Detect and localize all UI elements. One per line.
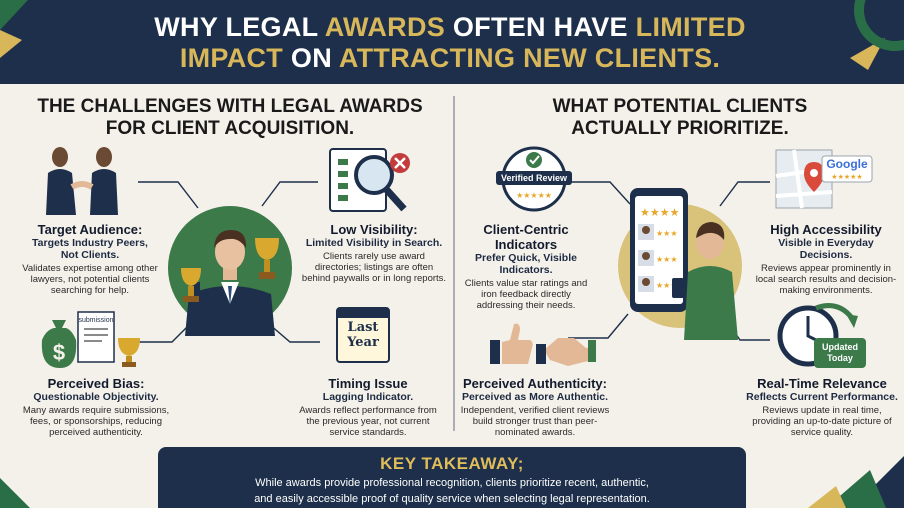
svg-text:★★★★: ★★★★ (640, 206, 680, 219)
page-title-line2: IMPACT ON ATTRACTING NEW CLIENTS. (100, 43, 800, 74)
peers-handshake-icon (46, 147, 118, 215)
updated-today-clock-icon: Updated Today (776, 300, 868, 370)
item-heading: Low Visibility: (330, 222, 418, 237)
title-seg: WHY LEGAL (154, 12, 325, 42)
item-description: Validates expertise among other lawyers,… (22, 263, 158, 296)
item-heading: Perceived Bias: (47, 376, 145, 391)
item-heading: Client-Centric Indicators (483, 222, 569, 252)
left-item-timing-issue: Timing Issue Lagging Indicator. Awards r… (294, 376, 442, 438)
google-label: Google (826, 157, 868, 171)
svg-text:★★★: ★★★ (656, 281, 678, 290)
svg-text:★★★★★: ★★★★★ (516, 191, 552, 200)
left-item-perceived-bias: Perceived Bias: Questionable Objectivity… (16, 376, 176, 438)
svg-text:★★★: ★★★ (656, 229, 678, 238)
key-takeaway-line1: While awards provide professional recogn… (255, 477, 649, 489)
right-item-client-centric: Client-Centric Indicators Prefer Quick, … (458, 222, 594, 311)
last-year-calendar-icon: Last Year (336, 307, 390, 363)
verified-review-label: Verified Review (500, 173, 568, 183)
title-seg: AWARDS (324, 12, 446, 42)
right-item-real-time-relevance: Real-Time Relevance Reflects Current Per… (744, 376, 900, 438)
item-subheading: Limited Visibility in Search. (305, 237, 443, 249)
google-map-icon: ★★★★★ Google (774, 148, 874, 210)
right-item-perceived-authenticity: Perceived Authenticity: Perceived as Mor… (460, 376, 610, 438)
right-item-high-accessibility: High Accessibility Visible in Everyday D… (752, 222, 900, 296)
dollar-sign: $ (53, 340, 65, 365)
item-description: Reviews update in real time, providing a… (752, 405, 892, 438)
left-column-title: THE CHALLENGES WITH LEGAL AWARDS FOR CLI… (20, 96, 440, 140)
item-description: Reviews appear prominently in local sear… (755, 263, 897, 296)
svg-text:★★★: ★★★ (656, 255, 678, 264)
right-title-line1: WHAT POTENTIAL CLIENTS (552, 96, 808, 117)
item-description: Awards reflect performance from the prev… (299, 405, 437, 438)
item-subheading: Questionable Objectivity. (33, 391, 159, 403)
column-divider (453, 96, 455, 431)
thumbs-up-handshake-icon (490, 323, 596, 366)
reviews-phone-illustration: ★★★★ ★★★ ★★★ ★★★ (618, 188, 742, 340)
title-seg: ON (283, 43, 339, 73)
item-subheading: Prefer Quick, Visible Indicators. (475, 252, 577, 276)
item-heading: High Accessibility (770, 222, 882, 237)
title-seg: LIMITED (635, 12, 746, 42)
submission-label: submission (78, 317, 113, 324)
left-title-line2: FOR CLIENT ACQUISITION. (105, 118, 355, 139)
item-subheading: Lagging Indicator. (322, 391, 414, 403)
header-decoration (0, 0, 904, 70)
item-description: Many awards require submissions, fees, o… (22, 405, 170, 438)
svg-text:★★★★★: ★★★★★ (831, 173, 862, 181)
item-subheading: Reflects Current Performance. (746, 391, 898, 403)
left-item-low-visibility: Low Visibility: Limited Visibility in Se… (300, 222, 448, 284)
item-heading: Target Audience: (37, 222, 143, 237)
item-heading: Real-Time Relevance (757, 376, 887, 391)
right-title-line2: ACTUALLY PRIORITIZE. (571, 118, 789, 139)
updated-label-line2: Today (827, 353, 853, 363)
magnifier-search-icon (329, 148, 410, 212)
last-year-line1: Last (347, 320, 379, 335)
item-heading: Perceived Authenticity: (462, 376, 607, 391)
item-heading: Timing Issue (328, 376, 408, 391)
item-subheading: Perceived as More Authentic. (461, 391, 609, 403)
header-banner (0, 0, 904, 84)
verified-review-badge-icon: ★★★★★ Verified Review (494, 146, 574, 212)
lawyer-trophies-illustration (168, 206, 292, 336)
left-title-line1: THE CHALLENGES WITH LEGAL AWARDS (37, 96, 423, 117)
item-subheading: Visible in Everyday Decisions. (778, 237, 874, 261)
key-takeaway-box: KEY TAKEAWAY; While awards provide profe… (158, 447, 746, 508)
key-takeaway-line2: and easily accessible proof of quality s… (254, 493, 650, 505)
last-year-line2: Year (347, 335, 379, 350)
title-seg: IMPACT (179, 43, 284, 73)
item-description: Independent, verified client reviews bui… (460, 405, 610, 438)
page-title-line1: WHY LEGAL AWARDS OFTEN HAVE LIMITED (100, 12, 800, 43)
title-seg: OFTEN HAVE (445, 12, 636, 42)
key-takeaway-title: KEY TAKEAWAY; (380, 454, 524, 473)
item-subheading: Targets Industry Peers, Not Clients. (32, 237, 148, 261)
money-bag-submission-icon: $ submission (41, 311, 140, 368)
updated-label-line1: Updated (822, 342, 858, 352)
right-column-title: WHAT POTENTIAL CLIENTS ACTUALLY PRIORITI… (470, 96, 890, 140)
title-seg: ATTRACTING NEW CLIENTS. (338, 43, 721, 73)
item-description: Clients value star ratings and iron feed… (464, 278, 588, 311)
item-description: Clients rarely use award directories; li… (301, 251, 447, 284)
left-item-target-audience: Target Audience: Targets Industry Peers,… (22, 222, 158, 296)
